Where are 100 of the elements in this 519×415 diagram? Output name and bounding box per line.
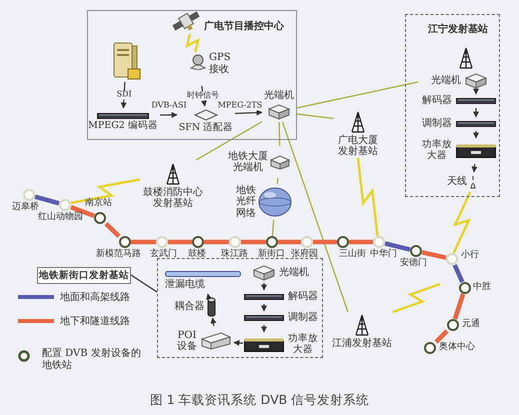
site-label: 广电大厦发射基站 [337, 134, 379, 158]
legend-text: 地下和隧道线路 [60, 316, 130, 328]
arrow [210, 317, 216, 326]
fiber-link [296, 113, 334, 120]
callout-box: 地铁新街口发射基站 [37, 267, 131, 284]
arrow [473, 108, 479, 118]
edge-label: SDI [116, 90, 133, 100]
device-label: SFN 适配器 [178, 122, 234, 134]
edge-label: 时钟信号 [186, 92, 220, 100]
device-label: 天线 [447, 176, 467, 188]
arrow [261, 283, 267, 291]
station-circle [192, 236, 204, 248]
station-circle [424, 342, 436, 354]
device-label: 解码器 [421, 95, 453, 107]
subway-line [452, 293, 466, 320]
edge-label: MPEG-2TS [216, 102, 264, 110]
device-label: 调制器 [287, 312, 319, 324]
legend-text: 地面和高架线路 [60, 292, 130, 304]
site-label: 江浦发射基站 [332, 338, 392, 350]
subway-line [104, 222, 121, 238]
station-circle [266, 236, 278, 248]
station-circle [447, 319, 459, 331]
station-circle [373, 236, 385, 248]
station-name: 中胜 [473, 283, 491, 293]
station-name: 张府园 [291, 250, 318, 260]
device-label: 解码器 [287, 291, 319, 303]
device-label: 调制器 [421, 118, 453, 130]
device-label: 功率放大器 [421, 140, 453, 162]
station-circle [459, 282, 471, 294]
fiber-link [272, 220, 274, 236]
subway-line [434, 329, 449, 344]
device-label: 光端机 [264, 90, 294, 102]
subway-line [384, 241, 411, 252]
control-center-panel [87, 10, 297, 140]
device-label: 功率放大器 [287, 334, 319, 356]
arrow [472, 164, 478, 173]
subway-line [422, 250, 446, 260]
panel-title: 广电节目播控中心 [204, 19, 284, 33]
device-label: 光端机 [430, 75, 462, 87]
arrow [206, 293, 212, 300]
station-panel [157, 258, 323, 358]
figure-caption: 图 1 车载资讯系统 DVB 信号发射系统 [150, 392, 370, 407]
device-label: 泄漏电缆 [165, 279, 205, 291]
arrow [473, 131, 479, 139]
station-name: 迈皋桥 [12, 203, 39, 212]
subway-line [168, 240, 192, 244]
fiber-link [282, 122, 348, 312]
arrow [234, 110, 263, 116]
subway-line [452, 264, 464, 283]
device-label: 地铁光纤网络 [236, 184, 256, 220]
station-circle [59, 199, 71, 211]
device-label: 光端机 [278, 267, 310, 279]
station-circle [119, 236, 131, 248]
arrow [261, 304, 267, 312]
station-name: 三山街 [339, 250, 366, 260]
legend-text: 配置 DVB 发射设备的地铁站 [42, 348, 142, 372]
station-name: 奥体中心 [439, 343, 475, 353]
station-circle [229, 236, 241, 248]
station-name: 安德门 [400, 259, 427, 269]
lightning-link [392, 282, 440, 314]
subway-line [278, 240, 301, 244]
station-circle [94, 212, 106, 224]
subway-line [204, 240, 229, 244]
subway-line [313, 240, 337, 244]
subway-line [131, 240, 156, 244]
subway-line [241, 240, 266, 244]
station-name: 小行 [461, 251, 479, 261]
edge-label: DVB-ASI [150, 102, 188, 110]
device-label: MPEG2 编码器 [88, 120, 158, 132]
station-name: 南京站 [85, 199, 112, 209]
station-name: 玄武门 [150, 250, 177, 260]
device-label: 耦合器 [174, 301, 204, 313]
station-circle [301, 236, 313, 248]
arrow [473, 88, 479, 95]
station-name: 元通 [462, 320, 480, 330]
leader-line [130, 274, 158, 292]
station-name: 新街口 [258, 250, 285, 260]
site-label: 鼓楼消防中心发射基站 [142, 186, 204, 210]
arrow [160, 112, 178, 118]
fiber-link [196, 121, 262, 161]
station-circle [337, 236, 349, 248]
arrow [261, 325, 267, 333]
arrow [233, 340, 244, 346]
fiber-link [296, 81, 418, 109]
station-circle [410, 245, 422, 257]
fiber-link [276, 178, 279, 184]
station-name: 中华门 [370, 250, 397, 260]
station-panel [405, 14, 500, 197]
station-circle [446, 253, 458, 265]
station-name: 鼓楼 [188, 250, 206, 260]
subway-line [349, 240, 373, 244]
fiber-link [278, 122, 280, 146]
lightning-link [70, 178, 140, 204]
lightning-link [356, 158, 379, 236]
station-circle [156, 236, 168, 248]
station-name: 红山动物园 [38, 213, 83, 223]
lightning-link [452, 192, 472, 254]
device-label: POI 设备 [176, 330, 198, 352]
subway-line [34, 194, 60, 206]
subway-line [70, 205, 95, 218]
